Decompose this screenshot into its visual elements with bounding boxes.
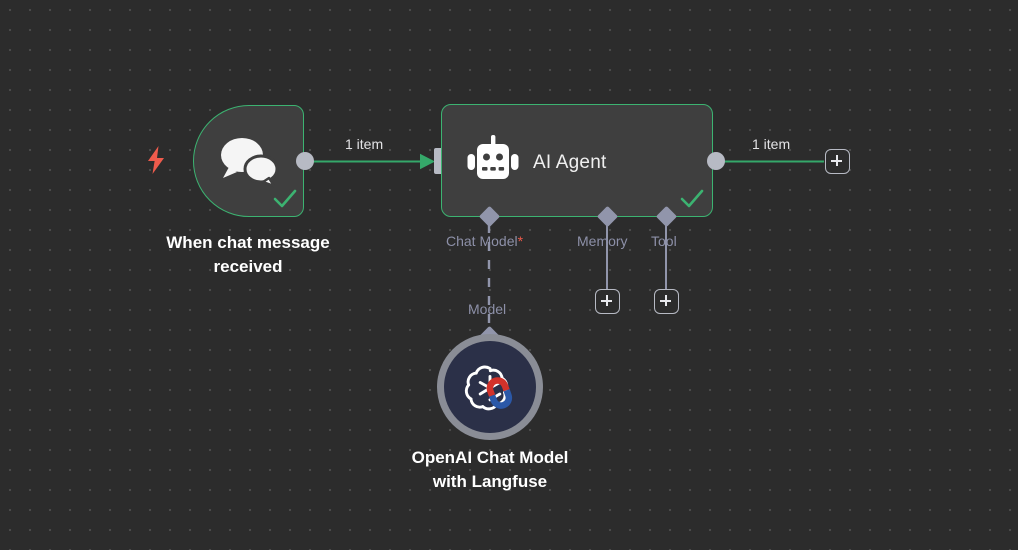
chat-bubbles-icon [194,106,305,218]
edge-label-trigger-to-agent: 1 item [345,136,384,152]
node-openai-inner [444,341,536,433]
add-tool-node-button[interactable] [654,289,679,314]
status-check-icon-agent [680,188,704,210]
agent-input-port[interactable] [434,148,444,174]
edge-label-agent-to-add: 1 item [752,136,791,152]
lightning-bolt-icon [146,146,166,179]
node-label-trigger: When chat message received [166,233,330,276]
required-asterisk: * [517,233,524,249]
subport-label-memory: Memory [577,233,628,249]
add-output-node-button[interactable] [825,149,850,174]
edge-label-model: Model [468,301,507,317]
node-when-chat-message-received[interactable] [193,105,304,217]
subport-label-chat-model-text: Chat Model [446,233,518,249]
subport-label-chat-model: Chat Model* [446,233,523,249]
status-check-icon-trigger [273,188,297,210]
node-label-openai-chat-model: OpenAI Chat Model with Langfuse [411,448,569,491]
robot-icon [464,133,522,191]
node-ai-agent[interactable]: AI Agent [441,104,713,217]
node-title-ai-agent: AI Agent [533,152,607,173]
node-openai-chat-model-with-langfuse[interactable] [437,334,543,440]
trigger-output-port[interactable] [296,152,314,170]
subport-label-tool: Tool [651,233,677,249]
openai-langfuse-icon [464,361,516,413]
agent-output-port[interactable] [707,152,725,170]
add-memory-node-button[interactable] [595,289,620,314]
